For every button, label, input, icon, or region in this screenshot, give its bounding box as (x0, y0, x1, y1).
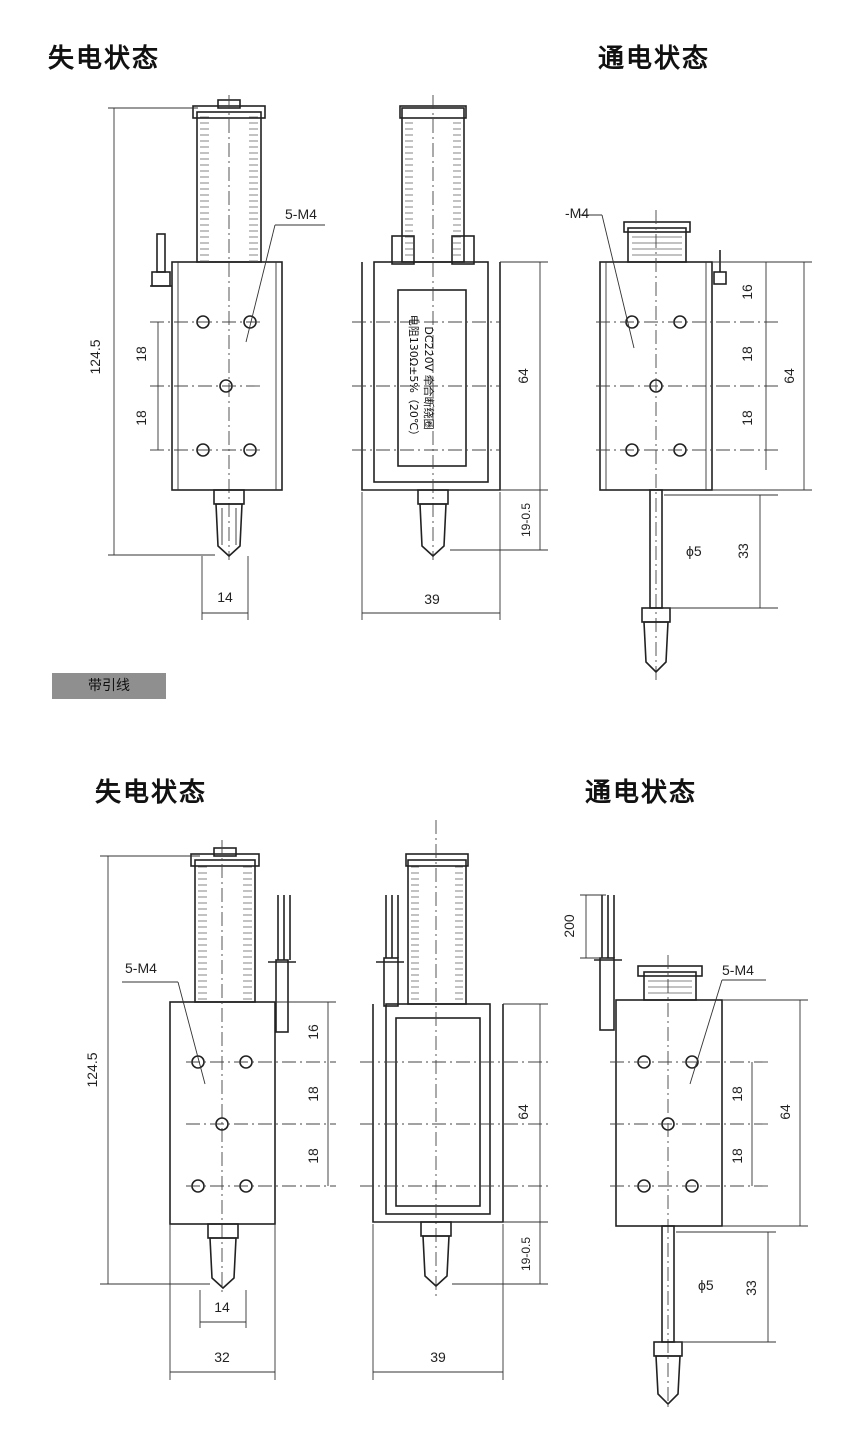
top-middle-height: 64 (515, 368, 531, 384)
nameplate-line-2: 电阻130Ω±5%（20℃） (407, 315, 420, 441)
top-right-rod-len: 33 (735, 543, 751, 559)
top-right-height: 64 (781, 368, 797, 384)
bottom-left-total-label: 124.5 (84, 1052, 100, 1087)
top-left-total-label: 124.5 (87, 339, 103, 374)
bottom-right-height: 64 (777, 1104, 793, 1120)
top-middle-stroke: 19-0.5 (519, 503, 533, 537)
bottom-left-dim-a: 18 (305, 1086, 321, 1102)
heading-top-left: 失电状态 (48, 44, 161, 74)
top-middle-front-view (352, 95, 548, 620)
top-middle-width: 39 (424, 591, 440, 607)
bottom-middle-width: 39 (430, 1349, 446, 1365)
bottom-left-pitch-14: 14 (214, 1299, 230, 1315)
top-right-dim-top: 16 (739, 284, 755, 300)
top-left-pitch-a: 18 (133, 346, 149, 362)
top-right-dim-b: 18 (739, 410, 755, 426)
top-middle-nameplate (397, 289, 467, 467)
bottom-left-dim-b: 18 (305, 1148, 321, 1164)
bottom-left-dim-top: 16 (305, 1024, 321, 1040)
nameplate-line-1: DC220V 牵合断绕圈 (422, 326, 436, 429)
top-right-side-view (580, 210, 812, 680)
bottom-middle-height: 64 (515, 1104, 531, 1120)
top-left-plunger-tip (215, 503, 243, 558)
top-left-body (171, 261, 283, 491)
bottom-right-dim-a: 18 (729, 1086, 745, 1102)
top-right-rod-dia: ϕ5 (686, 543, 702, 559)
bottom-right-rod-len: 33 (743, 1280, 759, 1296)
top-left-pitch-b: 18 (133, 410, 149, 426)
heading-top-right: 通电状态 (598, 44, 711, 74)
top-right-dim-a: 18 (739, 346, 755, 362)
bottom-left-side-view (100, 840, 336, 1380)
top-left-plunger-housing (196, 111, 262, 263)
top-left-screw-label: 5-M4 (285, 206, 317, 222)
bottom-right-side-view (580, 894, 808, 1410)
top-left-width: 14 (217, 589, 233, 605)
heading-bottom-left: 失电状态 (95, 778, 208, 808)
bottom-right-rod-dia: ϕ5 (698, 1277, 714, 1293)
top-right-screw-label: -M4 (565, 205, 589, 221)
bottom-right-lead-length: 200 (561, 914, 577, 938)
bottom-left-width: 32 (214, 1349, 230, 1365)
banner-with-leads: 带引线 (52, 673, 166, 699)
top-left-side-view (108, 95, 325, 620)
bottom-left-screw-label: 5-M4 (125, 960, 157, 976)
bottom-right-dim-b: 18 (729, 1148, 745, 1164)
bottom-right-screw-label: 5-M4 (722, 962, 754, 978)
bottom-middle-stroke: 19-0.5 (519, 1237, 533, 1271)
bottom-middle-front-view (360, 820, 548, 1380)
heading-bottom-right: 通电状态 (585, 778, 698, 808)
